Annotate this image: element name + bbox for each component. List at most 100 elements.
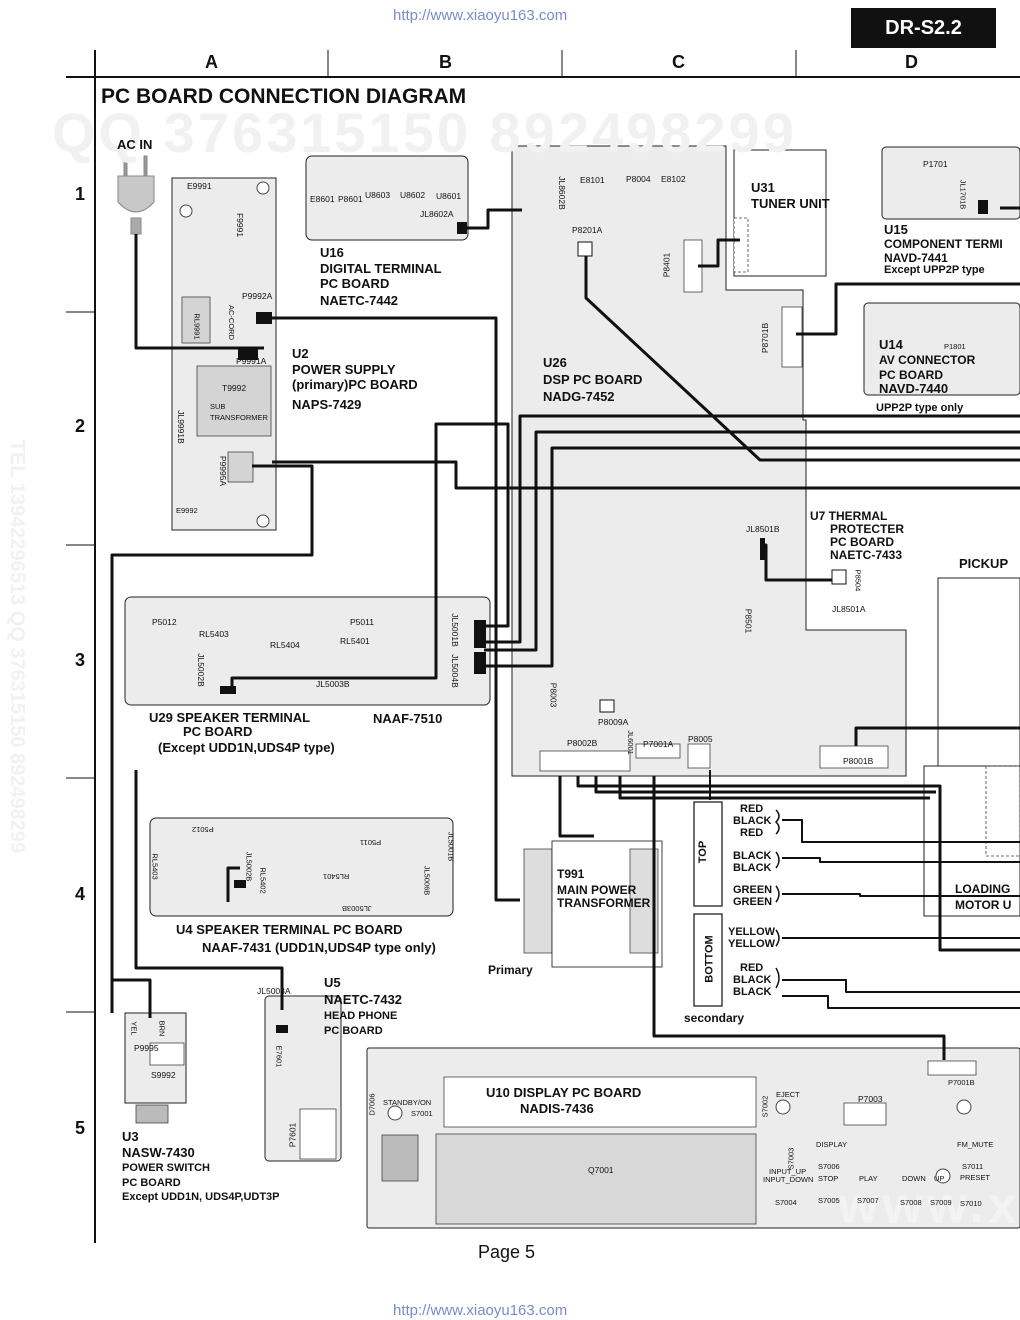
u7-part: NAETC-7433: [830, 548, 903, 562]
ref-u4-jl5001b: JL5001B: [446, 831, 456, 862]
ref-sub-transformer: TRANSFORMER: [210, 413, 268, 422]
u26-id: U26: [543, 355, 567, 370]
watermark-side: TEL 13942296513 QQ 376315150 892498299: [6, 439, 29, 854]
ref-p9995: P9995: [134, 1043, 159, 1053]
ref-p8009a: P8009A: [598, 717, 629, 727]
t991-id: T991: [557, 867, 585, 881]
board-av-connector: [863, 302, 1020, 396]
u2-part: NAPS-7429: [292, 397, 362, 412]
ref-e9991: E9991: [187, 181, 212, 191]
u15-part: NAVD-7441: [884, 251, 948, 265]
ref-p8001b: P8001B: [843, 756, 874, 766]
ref-u4-p5011: P5011: [360, 838, 382, 847]
ref-d7006: D7006: [367, 1093, 377, 1116]
grid-frame: [66, 50, 1020, 1243]
wire-bottom-1: YELLOW: [728, 926, 776, 938]
pickup-label: PICKUP: [959, 556, 1009, 571]
ref-display: DISPLAY: [816, 1140, 848, 1149]
ref-p8601: P8601: [338, 194, 363, 204]
wire-bottom-5: BLACK: [733, 986, 772, 998]
ref-e8102: E8102: [661, 174, 686, 184]
ref-p8501: P8501: [743, 608, 754, 634]
t991-desc: TRANSFORMER: [557, 896, 651, 910]
u29-note: (Except UDD1N,UDS4P type): [158, 740, 335, 755]
u5-part: NAETC-7432: [324, 992, 403, 1007]
grid-column-a: A: [205, 52, 218, 72]
ref-up: UP: [934, 1174, 945, 1183]
board-digital-terminal: [305, 155, 469, 241]
ref-u29-p5012: P5012: [152, 617, 177, 627]
ref-u29-rl5403: RL5403: [199, 629, 229, 639]
ref-u29-rl5404: RL5404: [270, 640, 300, 650]
ac-in-label: AC IN: [117, 137, 153, 152]
u5-id: U5: [324, 975, 341, 990]
u15-id: U15: [884, 222, 908, 237]
u2-id: U2: [292, 346, 309, 361]
wire-top-5: BLACK: [733, 862, 772, 874]
ref-s9992: S9992: [151, 1070, 176, 1080]
ref-e8601: E8601: [310, 194, 335, 204]
ref-ac-cord: AC-CORD: [227, 305, 236, 340]
watermark-bottom: www.xiaoyu163.com: [838, 1177, 1020, 1235]
u7-id: U7 THERMAL: [810, 509, 888, 523]
ref-jl8501a: JL8501A: [832, 604, 866, 614]
boards: [124, 145, 1020, 1229]
ref-s7010: S7010: [960, 1199, 982, 1208]
u10-part: NADIS-7436: [520, 1101, 594, 1116]
ref-input-up: INPUT_UP: [769, 1167, 807, 1176]
ref-p7001a: P7001A: [643, 739, 674, 749]
ref-u29-rl5401: RL5401: [340, 636, 370, 646]
ref-jl9991b: JL9991B: [175, 410, 186, 444]
ref-jl8602b: JL8602B: [556, 176, 567, 210]
u4-name: U4 SPEAKER TERMINAL PC BOARD: [176, 922, 403, 937]
u29-desc: PC BOARD: [183, 724, 253, 739]
ref-p9992a: P9992A: [242, 291, 273, 301]
ref-play: PLAY: [859, 1174, 878, 1183]
loading-motor-label: MOTOR U: [955, 898, 1012, 912]
board-pickup: [937, 577, 1020, 767]
u16-id: U16: [320, 245, 344, 260]
ref-e8101: E8101: [580, 175, 605, 185]
ref-brn: BRN: [157, 1020, 167, 1037]
ref-u29-jl5002b: JL5002B: [195, 653, 206, 687]
ref-eject: EJECT: [776, 1090, 800, 1099]
ref-s7008: S7008: [900, 1198, 922, 1207]
u14-id: U14: [879, 337, 903, 352]
board-details: [135, 217, 1020, 1225]
ref-s7009: S7009: [930, 1198, 952, 1207]
grid-row-2: 2: [75, 416, 86, 436]
secondary-label: secondary: [684, 1011, 745, 1025]
ref-u4-jl5006b: JL5006B: [422, 865, 432, 896]
wire-bottom-3: RED: [740, 962, 764, 974]
u31-name: TUNER UNIT: [751, 196, 830, 211]
ref-u8601: U8601: [436, 191, 462, 201]
u29-part: NAAF-7510: [373, 711, 443, 726]
ref-p8401: P8401: [661, 252, 672, 278]
ref-p7601: P7601: [287, 1122, 298, 1148]
ref-u29-jl5004b: JL5004B: [449, 654, 460, 688]
ac-plug-icon: [117, 155, 155, 235]
primary-label: Primary: [488, 963, 533, 977]
u14-part: NAVD-7440: [879, 381, 949, 396]
ref-p8002b: P8002B: [567, 738, 598, 748]
u15-note: Except UPP2P type: [884, 264, 985, 276]
u26-name: DSP PC BOARD: [543, 372, 643, 387]
u4-part: NAAF-7431 (UDD1N,UDS4P type only): [202, 940, 436, 955]
u14-name: AV CONNECTOR: [879, 353, 976, 367]
ref-s7007: S7007: [857, 1196, 879, 1205]
grid-row-4: 4: [75, 884, 86, 904]
wire-bottom-4: BLACK: [733, 974, 772, 986]
source-url-top: http://www.xiaoyu163.com: [393, 7, 568, 24]
ref-jl5003a: JL5003A: [257, 986, 291, 996]
ref-t9992: T9992: [222, 383, 247, 393]
ref-standby-on: STANDBY/ON: [383, 1098, 432, 1107]
ref-p8005: P8005: [688, 734, 713, 744]
board-component: [881, 146, 1020, 220]
t991-name: MAIN POWER: [557, 883, 637, 897]
harness-wires: [110, 206, 1020, 1060]
ref-p8701b: P8701B: [760, 322, 771, 354]
ref-p9991a: P9991A: [236, 356, 267, 366]
wire-bottom-2: YELLOW: [728, 938, 776, 950]
